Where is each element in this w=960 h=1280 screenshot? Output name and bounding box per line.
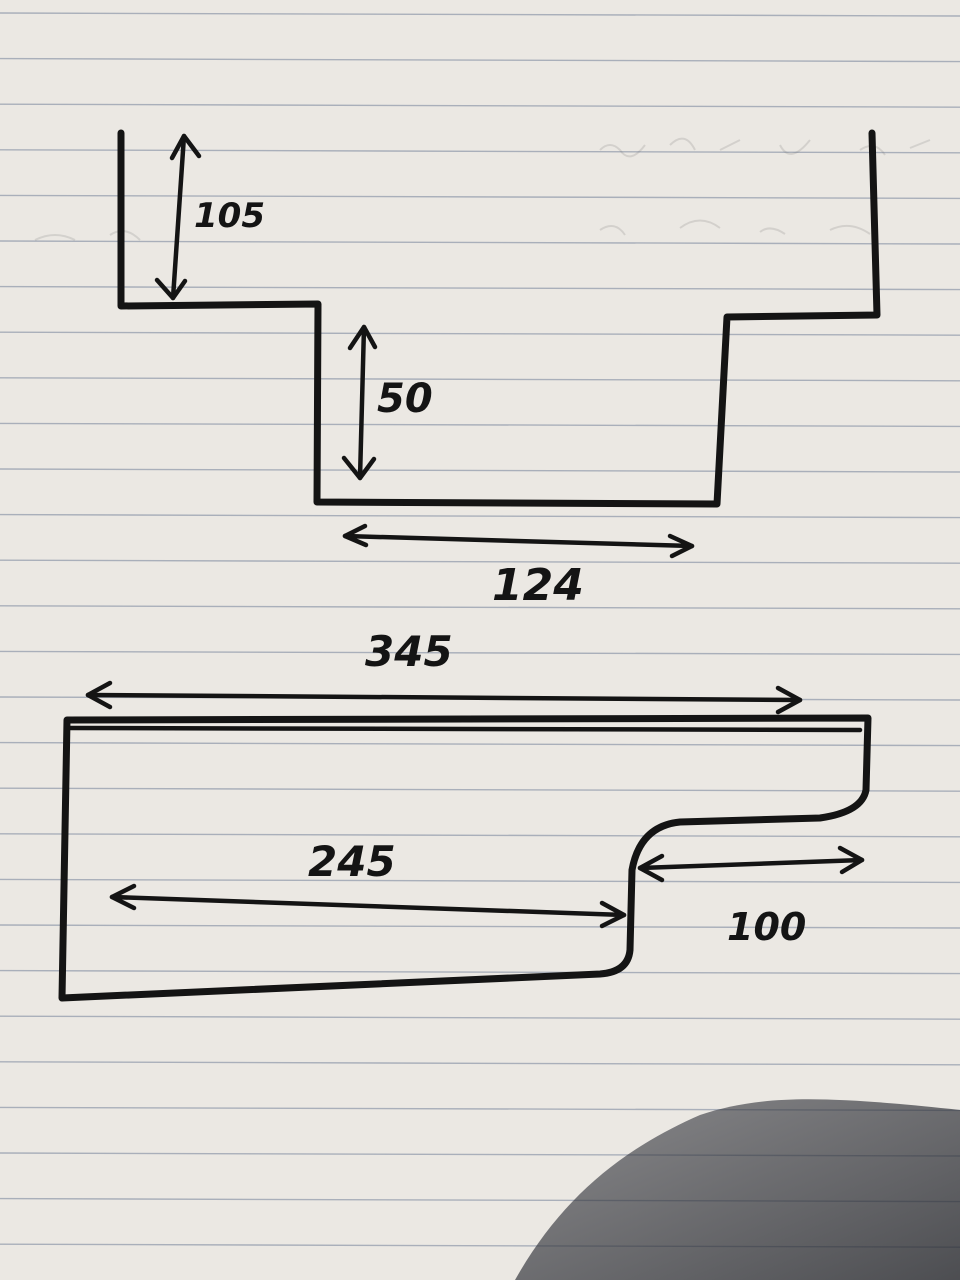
ruled-line bbox=[0, 833, 960, 838]
ruled-line bbox=[0, 468, 960, 473]
ruled-line bbox=[0, 650, 960, 656]
dimension-345-arrow bbox=[85, 680, 803, 715]
dimension-50-arrow bbox=[341, 324, 378, 481]
hand-shadow bbox=[515, 1099, 960, 1280]
ruled-line bbox=[0, 240, 960, 245]
ruled-line bbox=[0, 57, 960, 63]
dimension-245-arrow bbox=[109, 883, 627, 929]
ruled-line bbox=[0, 285, 960, 291]
dimension-100-label: 100 bbox=[727, 905, 806, 949]
ruled-line bbox=[0, 741, 960, 747]
ruled-line bbox=[0, 12, 960, 17]
ruled-line bbox=[0, 194, 960, 200]
ruled-line bbox=[0, 377, 960, 382]
ruled-line bbox=[0, 924, 960, 929]
ruled-line bbox=[0, 149, 960, 154]
dimension-245-label: 245 bbox=[308, 837, 396, 886]
dimension-105-label: 105 bbox=[194, 196, 265, 236]
dimension-124-label: 124 bbox=[492, 560, 584, 611]
ruled-line bbox=[0, 969, 960, 975]
ruled-line bbox=[0, 103, 960, 108]
dimension-50-label: 50 bbox=[377, 376, 433, 422]
dimension-124-arrow bbox=[342, 523, 695, 559]
dimension-345-label: 345 bbox=[365, 627, 453, 676]
ruled-lines bbox=[0, 12, 960, 1248]
ruled-line bbox=[0, 513, 960, 519]
bottom-profile-outline bbox=[58, 714, 872, 1002]
dimension-105-arrow bbox=[154, 133, 202, 301]
ruled-line bbox=[0, 422, 960, 428]
dimension-100-arrow bbox=[637, 845, 865, 883]
ruled-line bbox=[0, 559, 960, 564]
top-profile-outline bbox=[117, 129, 881, 508]
ruled-line bbox=[0, 1061, 960, 1066]
show-through-writing bbox=[34, 137, 931, 241]
ruled-line bbox=[0, 1015, 960, 1020]
ruled-line bbox=[0, 605, 960, 610]
ruled-line bbox=[0, 787, 960, 792]
ruled-line bbox=[0, 331, 960, 336]
ruled-line bbox=[0, 878, 960, 884]
